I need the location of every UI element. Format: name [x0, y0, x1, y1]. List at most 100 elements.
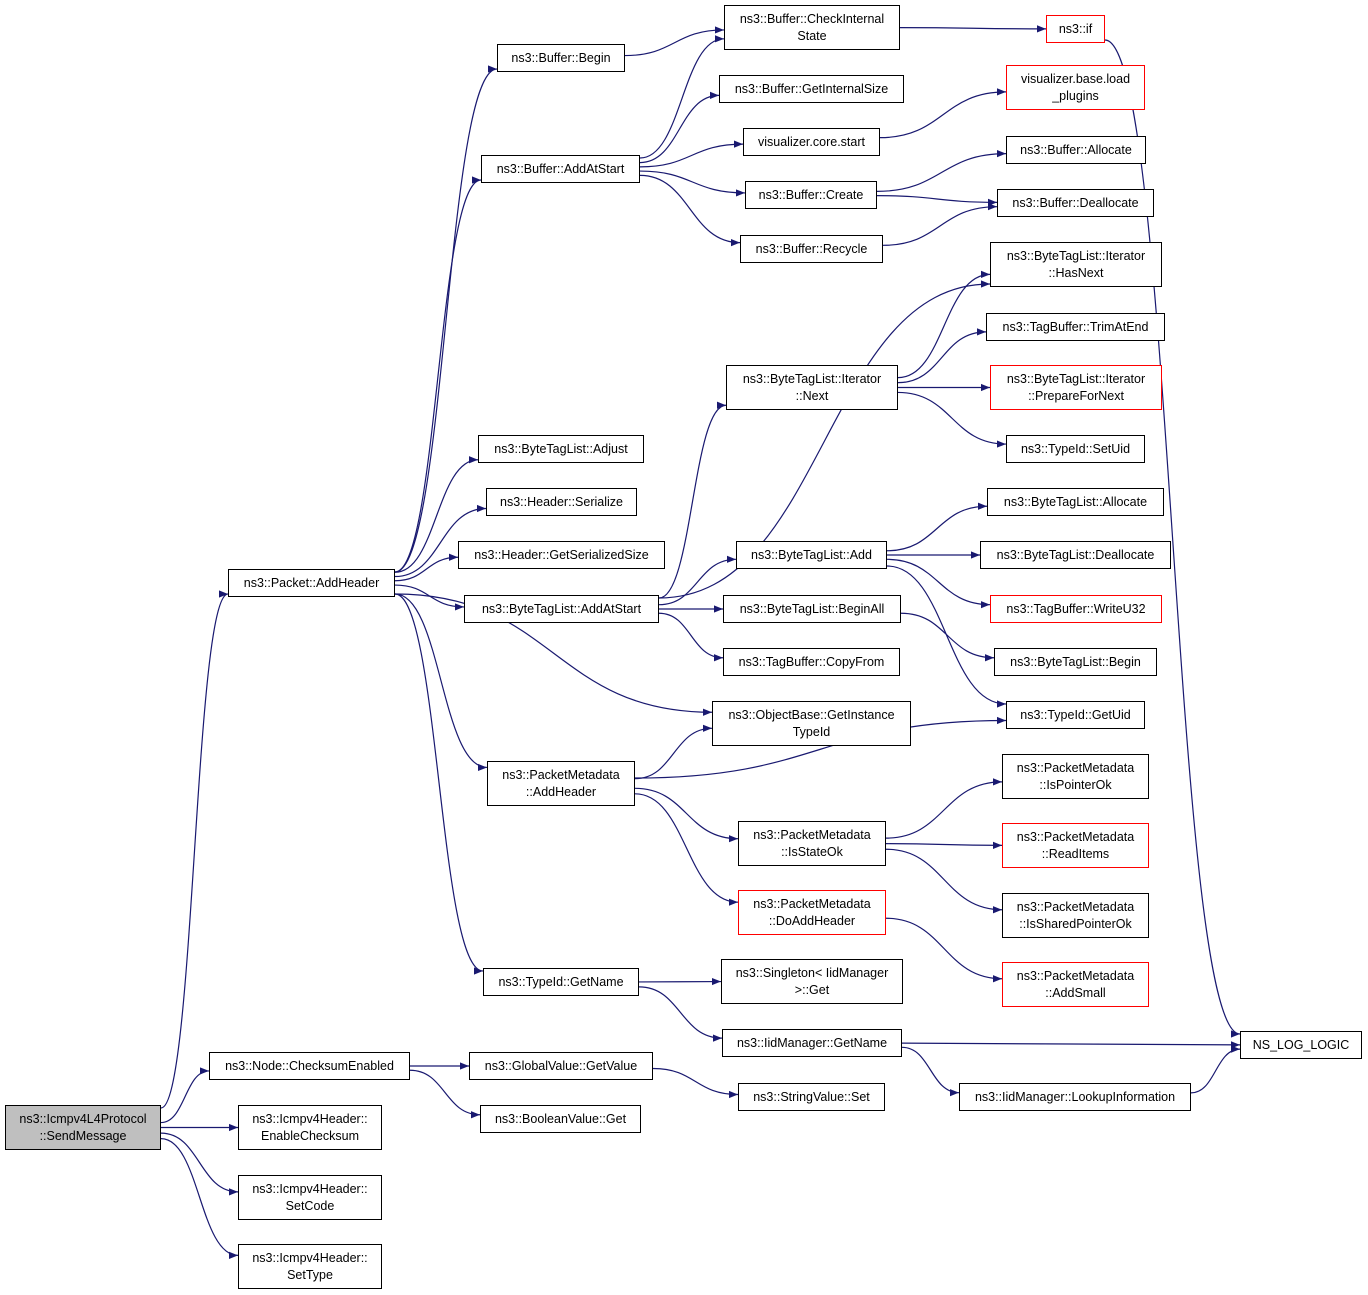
node-bytetaglist-add-at-start[interactable]: ns3::ByteTagList::AddAtStart — [464, 595, 659, 623]
node-tagbuffer-write-u32[interactable]: ns3::TagBuffer::WriteU32 — [990, 595, 1162, 623]
edge-bytetag_beginall-to-bytetag_begin — [900, 612, 995, 662]
edge-packet_addheader-to-pm_addheader — [394, 593, 488, 772]
node-iidmanager-lookup-information[interactable]: ns3::IidManager::LookupInformation — [959, 1083, 1191, 1111]
node-header-get-serialized-size[interactable]: ns3::Header::GetSerializedSize — [458, 541, 665, 569]
node-icmpv4-set-code[interactable]: ns3::Icmpv4Header::SetCode — [238, 1175, 382, 1220]
node-buffer-allocate[interactable]: ns3::Buffer::Allocate — [1006, 136, 1146, 164]
node-globalvalue-get-value[interactable]: ns3::GlobalValue::GetValue — [469, 1052, 653, 1080]
node-ns-log-logic[interactable]: NS_LOG_LOGIC — [1240, 1031, 1362, 1059]
edge-typeid_getname-to-iid_getname — [638, 986, 723, 1042]
node-ns3-if[interactable]: ns3::if — [1046, 15, 1105, 43]
node-bytetaglist-iterator-next[interactable]: ns3::ByteTagList::Iterator::Next — [726, 365, 898, 410]
edge-pm_addheader-to-pm_doaddheader — [634, 793, 739, 906]
node-packetmetadata-is-pointer-ok[interactable]: ns3::PacketMetadata::IsPointerOk — [1002, 754, 1149, 799]
edge-globalvalue_getvalue-to-stringvalue_set — [652, 1067, 739, 1099]
edge-pm_isstateok-to-pm_readitems — [885, 841, 1003, 849]
node-buffer-get-internal-size[interactable]: ns3::Buffer::GetInternalSize — [719, 75, 904, 103]
edge-buffer_addatstart-to-viz_core_start — [639, 140, 744, 168]
node-bytetaglist-begin-all[interactable]: ns3::ByteTagList::BeginAll — [723, 595, 901, 623]
node-iidmanager-get-name[interactable]: ns3::IidManager::GetName — [722, 1029, 902, 1057]
node-booleanvalue-get[interactable]: ns3::BooleanValue::Get — [480, 1105, 641, 1133]
node-bytetaglist-iterator-prepare-for-next[interactable]: ns3::ByteTagList::Iterator::PrepareForNe… — [990, 365, 1162, 410]
node-node-checksum-enabled[interactable]: ns3::Node::ChecksumEnabled — [209, 1052, 410, 1080]
node-buffer-create[interactable]: ns3::Buffer::Create — [745, 181, 877, 209]
edge-packet_addheader-to-objectbase_gettypeid — [394, 593, 713, 716]
edge-buffer_recycle-to-buffer_deallocate — [882, 203, 998, 246]
edge-pm_addheader-to-pm_isstateok — [634, 787, 739, 843]
edge-root-to-packet_addheader — [160, 590, 229, 1109]
edge-packet_addheader-to-buffer_begin — [394, 65, 498, 573]
node-root-send-message: ns3::Icmpv4L4Protocol::SendMessage — [5, 1105, 161, 1150]
node-icmpv4-enable-checksum[interactable]: ns3::Icmpv4Header::EnableChecksum — [238, 1105, 382, 1150]
edge-packet_addheader-to-header_serialize — [394, 504, 487, 578]
edge-buffer_create-to-buffer_deallocate — [876, 195, 998, 206]
edge-node_checksum-to-booleanvalue_get — [409, 1069, 481, 1119]
node-icmpv4-set-type[interactable]: ns3::Icmpv4Header::SetType — [238, 1244, 382, 1289]
edge-bytetag_iter_next-to-tagbuffer_trimatend — [897, 328, 987, 384]
node-packet-add-header[interactable]: ns3::Packet::AddHeader — [228, 569, 395, 597]
edge-pm_addheader-to-objectbase_gettypeid — [634, 724, 713, 780]
edge-pm_addheader-to-typeid_getuid — [634, 716, 1007, 779]
node-visualizer-core-start[interactable]: visualizer.core.start — [743, 128, 880, 156]
edge-iid_lookupinfo-to-ns_log_logic — [1190, 1045, 1241, 1094]
edge-bytetag_addatstart-to-bytetag_add — [658, 555, 737, 606]
node-typeid-set-uid[interactable]: ns3::TypeId::SetUid — [1006, 435, 1145, 463]
node-packetmetadata-add-header[interactable]: ns3::PacketMetadata::AddHeader — [487, 761, 635, 806]
node-packetmetadata-is-state-ok[interactable]: ns3::PacketMetadata::IsStateOk — [738, 821, 886, 866]
edge-buffer_addatstart-to-buffer_getinternalsize — [639, 91, 720, 164]
edge-bytetag_addatstart-to-bytetag_iter_next — [658, 401, 727, 599]
node-typeid-get-uid[interactable]: ns3::TypeId::GetUid — [1006, 701, 1145, 729]
edge-root-to-node_checksum — [160, 1067, 210, 1124]
edge-root-to-icmp_settype — [160, 1138, 239, 1259]
edge-pm_isstateok-to-pm_ispointerok — [885, 778, 1003, 839]
edge-bytetag_add-to-tagbuffer_writeu32 — [886, 558, 991, 609]
edge-buffer_begin-to-buffer_checkinternal — [624, 26, 725, 57]
edge-packet_addheader-to-buffer_addatstart — [394, 176, 482, 573]
edge-viz_core_start-to-viz_load_plugins — [879, 88, 1007, 139]
node-packetmetadata-read-items[interactable]: ns3::PacketMetadata::ReadItems — [1002, 823, 1149, 868]
node-bytetaglist-add[interactable]: ns3::ByteTagList::Add — [736, 541, 887, 569]
edge-buffer_addatstart-to-buffer_recycle — [639, 174, 741, 247]
node-buffer-deallocate[interactable]: ns3::Buffer::Deallocate — [997, 189, 1154, 217]
node-bytetaglist-iterator-has-next[interactable]: ns3::ByteTagList::Iterator::HasNext — [990, 242, 1162, 287]
node-stringvalue-set[interactable]: ns3::StringValue::Set — [738, 1083, 885, 1111]
edge-pm_doaddheader-to-pm_addsmall — [885, 917, 1003, 983]
node-bytetaglist-begin[interactable]: ns3::ByteTagList::Begin — [994, 648, 1157, 676]
node-bytetaglist-adjust[interactable]: ns3::ByteTagList::Adjust — [478, 435, 644, 463]
edge-bytetag_iter_next-to-bytetag_iter_hasnext — [897, 270, 991, 379]
node-bytetaglist-allocate[interactable]: ns3::ByteTagList::Allocate — [987, 488, 1164, 516]
edge-bytetag_iter_next-to-typeid_setuid — [897, 391, 1007, 448]
node-header-serialize[interactable]: ns3::Header::Serialize — [486, 488, 637, 516]
edge-iid_getname-to-ns_log_logic — [901, 1041, 1241, 1049]
node-singleton-iidmanager-get[interactable]: ns3::Singleton< IidManager>::Get — [721, 959, 903, 1004]
node-tagbuffer-copy-from[interactable]: ns3::TagBuffer::CopyFrom — [723, 648, 900, 676]
edge-buffer_checkinternal-to-ns3_if — [899, 25, 1047, 33]
edge-packet_addheader-to-header_getsize — [394, 553, 459, 582]
node-bytetaglist-deallocate[interactable]: ns3::ByteTagList::Deallocate — [980, 541, 1171, 569]
edge-group — [160, 25, 1241, 1259]
edge-root-to-icmp_setcode — [160, 1132, 239, 1196]
node-packetmetadata-do-add-header[interactable]: ns3::PacketMetadata::DoAddHeader — [738, 890, 886, 935]
edge-buffer_addatstart-to-buffer_checkinternal — [639, 35, 725, 159]
node-buffer-add-at-start[interactable]: ns3::Buffer::AddAtStart — [481, 155, 640, 183]
node-visualizer-load-plugins[interactable]: visualizer.base.load_plugins — [1006, 65, 1145, 110]
edge-buffer_addatstart-to-buffer_create — [639, 170, 746, 197]
node-buffer-begin[interactable]: ns3::Buffer::Begin — [497, 44, 625, 72]
node-tagbuffer-trim-at-end[interactable]: ns3::TagBuffer::TrimAtEnd — [986, 313, 1165, 341]
edge-iid_getname-to-iid_lookupinfo — [901, 1046, 960, 1097]
edge-bytetag_addatstart-to-bytetag_iter_hasnext — [658, 280, 991, 599]
node-buffer-recycle[interactable]: ns3::Buffer::Recycle — [740, 235, 883, 263]
edge-pm_isstateok-to-pm_issharedpointerok — [885, 848, 1003, 914]
node-typeid-get-name[interactable]: ns3::TypeId::GetName — [483, 968, 639, 996]
edge-bytetag_addatstart-to-tagbuffer_copyfrom — [658, 612, 724, 662]
node-packetmetadata-add-small[interactable]: ns3::PacketMetadata::AddSmall — [1002, 962, 1149, 1007]
edge-buffer_create-to-buffer_allocate — [876, 150, 1007, 192]
edge-packet_addheader-to-typeid_getname — [394, 593, 484, 975]
edge-packet_addheader-to-bytetag_adjust — [394, 456, 479, 573]
edge-bytetag_add-to-bytetag_allocate — [886, 502, 988, 552]
node-packetmetadata-is-shared-pointer-ok[interactable]: ns3::PacketMetadata::IsSharedPointerOk — [1002, 893, 1149, 938]
